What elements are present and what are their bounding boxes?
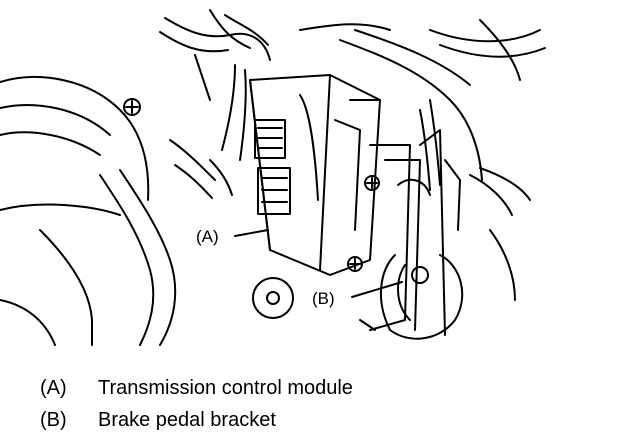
dash-panel [0,23,391,346]
legend: (A) Transmission control module (B) Brak… [40,372,353,436]
legend-key: (A) [40,377,67,399]
screw-left [123,98,141,116]
transmission-control-module [249,74,381,276]
diagram-illustration: (A) (B) [0,9,546,346]
callout-b-leader [351,281,403,298]
callout-a-label: (A) [196,227,219,246]
screw-upper [364,175,380,191]
legend-key: (B) [40,409,67,431]
wire-harness [159,9,271,199]
legend-text: Brake pedal bracket [98,409,276,431]
washer [252,277,294,319]
cables-right [339,19,546,301]
screw-lower [347,256,363,272]
callout-b-label: (B) [312,289,335,308]
callout-a-leader [234,229,269,237]
legend-item: (B) Brake pedal bracket [40,404,353,436]
legend-text: Transmission control module [98,377,353,399]
brake-pedal-bracket [359,99,464,340]
legend-item: (A) Transmission control module [40,372,353,404]
